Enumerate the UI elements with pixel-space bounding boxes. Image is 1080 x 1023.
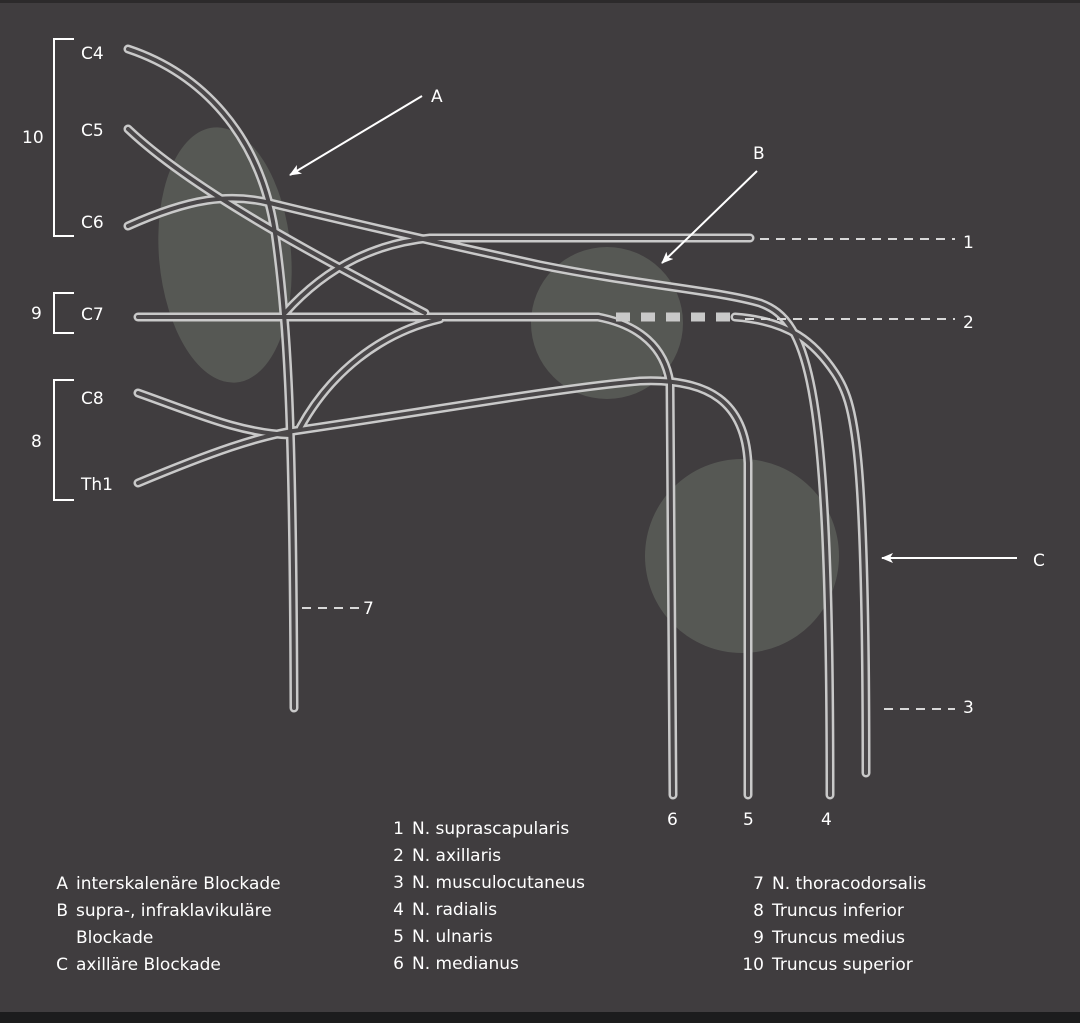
legend-text: axilläre Blockade <box>76 955 221 975</box>
legend-text: Truncus medius <box>772 928 905 948</box>
legend-text: N. ulnaris <box>412 927 493 947</box>
legend-row: 2 N. axillaris <box>390 843 585 870</box>
legend-row: 6 N. medianus <box>390 951 585 978</box>
legend-key: C <box>56 955 68 975</box>
marker-7: 7 <box>363 599 374 619</box>
legend-row: 3 N. musculocutaneus <box>390 870 585 897</box>
legend-key: 7 <box>753 874 764 894</box>
legend-key: 4 <box>393 900 404 920</box>
nerve-musculocutaneus-core <box>733 315 868 775</box>
legend-row-b: B supra-, infraklavikuläre <box>52 898 281 925</box>
legend-key: 5 <box>393 927 404 947</box>
legend-key: 3 <box>393 873 404 893</box>
legend-text: supra-, infraklavikuläre <box>76 901 272 921</box>
legend-row-c: C axilläre Blockade <box>52 952 281 979</box>
legend-row: 10 Truncus superior <box>740 952 926 979</box>
legend-blocks: A interskalenäre Blockade B supra-, infr… <box>52 871 281 979</box>
bracket-truncus-superior <box>53 38 74 237</box>
bracket-label-9: 9 <box>31 304 42 324</box>
marker-a: A <box>431 87 443 107</box>
marker-c: C <box>1033 551 1045 571</box>
nerve-c6-path-core <box>126 196 832 797</box>
legend-row: 5 N. ulnaris <box>390 924 585 951</box>
marker-5: 5 <box>743 810 754 830</box>
legend-text: N. thoracodorsalis <box>772 874 927 894</box>
bracket-label-8: 8 <box>31 432 42 452</box>
legend-key: 1 <box>393 819 404 839</box>
legend-row: 9 Truncus medius <box>740 925 926 952</box>
legend-key: A <box>56 874 68 894</box>
legend-text: Blockade <box>76 928 154 948</box>
legend-key: 9 <box>753 928 764 948</box>
legend-key: 2 <box>393 846 404 866</box>
nerve-th1-path-core <box>136 378 750 797</box>
brachial-plexus-diagram: C4 C5 C6 C7 C8 Th1 10 9 8 1 2 3 4 5 6 7 … <box>22 38 1045 830</box>
legend-row-a: A interskalenäre Blockade <box>52 871 281 898</box>
legend-key: 6 <box>393 954 404 974</box>
marker-1: 1 <box>963 233 974 253</box>
arrow-a <box>289 95 423 176</box>
marker-4: 4 <box>821 810 832 830</box>
legend-text: N. suprascapularis <box>412 819 570 839</box>
label-c8: C8 <box>81 389 104 409</box>
label-th1: Th1 <box>80 475 113 495</box>
legend-row: 7 N. thoracodorsalis <box>740 871 926 898</box>
marker-2: 2 <box>963 313 974 333</box>
legend-row: 4 N. radialis <box>390 897 585 924</box>
legend-key: 8 <box>753 901 764 921</box>
label-c4: C4 <box>81 44 104 64</box>
bracket-truncus-inferior <box>53 379 74 501</box>
bracket-truncus-medius <box>53 292 74 334</box>
arrow-b <box>661 170 758 264</box>
legend-row: 1 N. suprascapularis <box>390 816 585 843</box>
legend-text: N. axillaris <box>412 846 502 866</box>
nerve-suprascapularis-core <box>283 236 752 315</box>
legend-row-b-cont: Blockade <box>52 925 281 952</box>
legend-text: N. medianus <box>412 954 519 974</box>
label-c6: C6 <box>81 213 104 233</box>
legend-nerves-1: 1 N. suprascapularis 2 N. axillaris 3 N. mu… <box>390 816 585 978</box>
legend-key: B <box>56 901 68 921</box>
marker-6: 6 <box>667 810 678 830</box>
marker-b: B <box>753 144 765 164</box>
nerve-c8-branch-core <box>298 317 442 430</box>
legend-text: N. musculocutaneus <box>412 873 586 893</box>
legend-text: Truncus inferior <box>772 901 904 921</box>
label-c5: C5 <box>81 121 104 141</box>
legend-text: Truncus superior <box>772 955 913 975</box>
legend-row: 8 Truncus inferior <box>740 898 926 925</box>
label-c7: C7 <box>81 305 104 325</box>
legend-key: 10 <box>742 955 764 975</box>
zone-axillary <box>645 459 839 653</box>
nerve-c5-path-core <box>126 127 427 315</box>
bracket-label-10: 10 <box>22 128 44 148</box>
legend-text: N. radialis <box>412 900 498 920</box>
legend-text: interskalenäre Blockade <box>76 874 281 894</box>
marker-3: 3 <box>963 698 974 718</box>
nerve-thoracodorsalis-core <box>126 47 296 710</box>
